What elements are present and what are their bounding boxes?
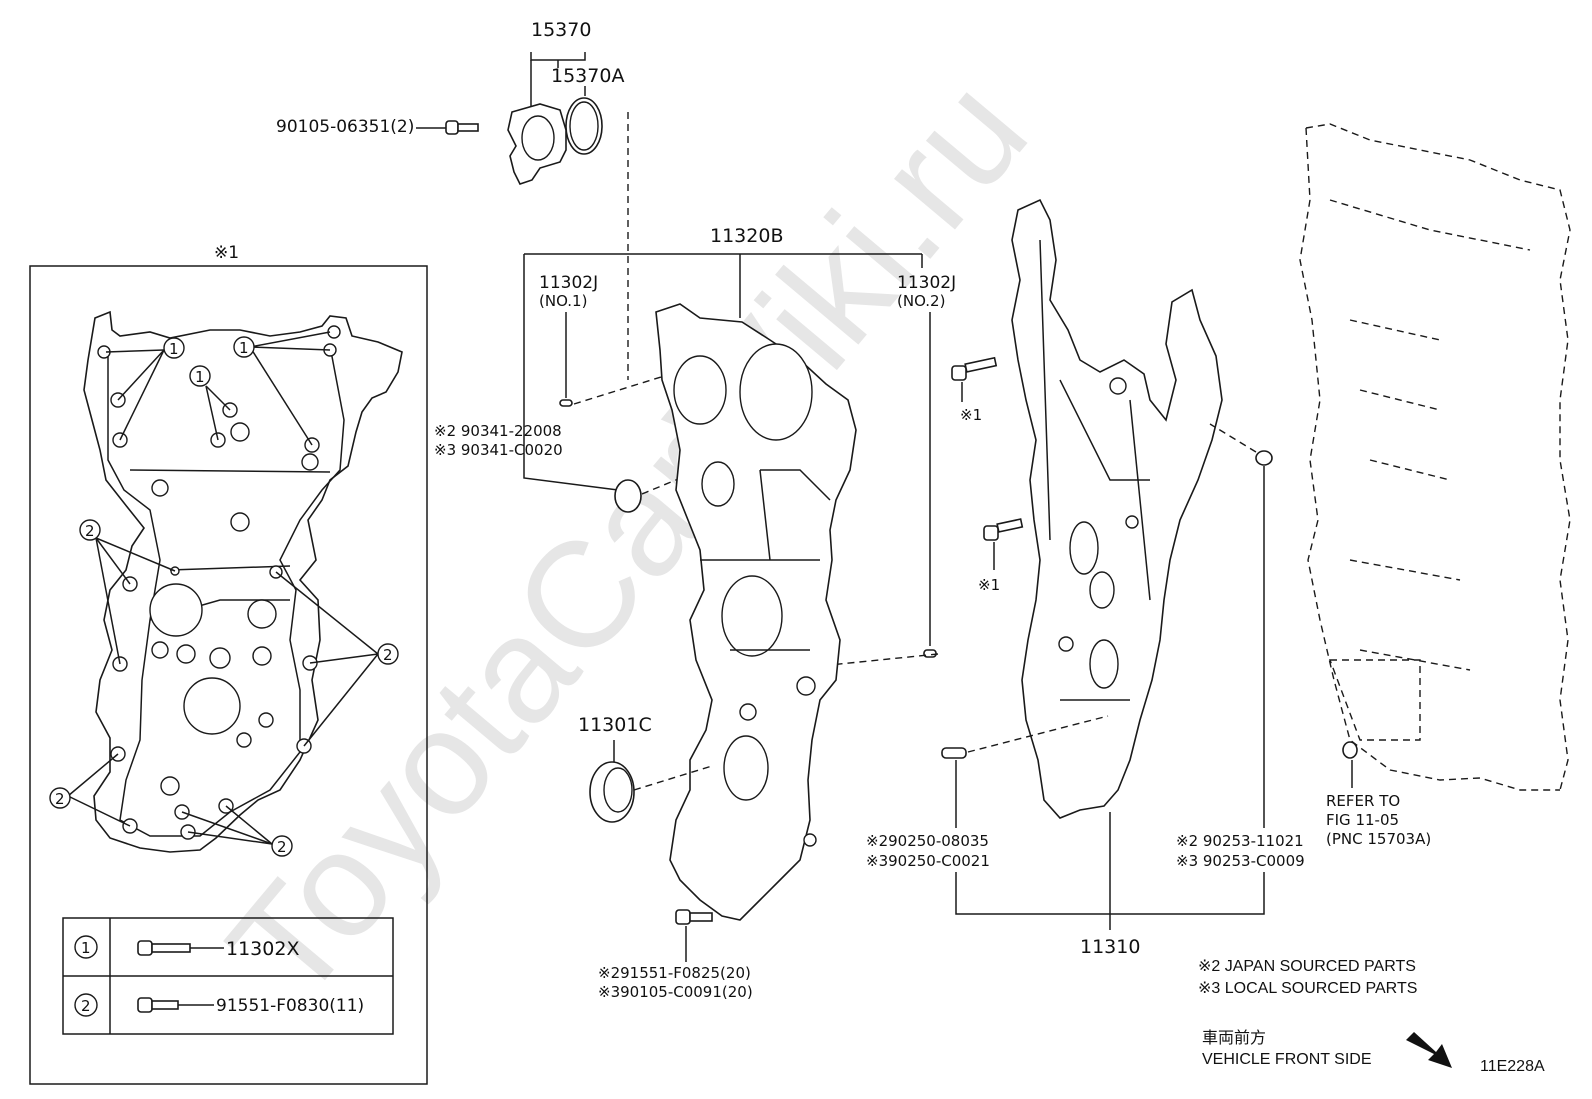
callout-2a: 2: [85, 522, 95, 540]
direction-en-label: VEHICLE FRONT SIDE: [1202, 1051, 1372, 1068]
group-11301C: 11301C: [578, 714, 713, 823]
label-plug-line1: ※2 90341-22008: [434, 422, 562, 440]
front-arrow-icon: [1406, 1032, 1452, 1068]
label-pin-right-line1: ※2 90253-11021: [1176, 832, 1304, 850]
label-mark-1b: ※1: [978, 576, 1000, 594]
label-pin-left-line2: ※390250-C0021: [866, 852, 990, 870]
dowel-pin-right: [1255, 450, 1273, 466]
refer-plug-illustration: [1342, 741, 1358, 759]
group-bottom-bolt: ※291551-F0825(20) ※390105-C0091(20): [598, 909, 753, 1001]
group-11320B: 11320B 11302J (NO.1) 11302J (NO.2) ※2 90…: [434, 225, 956, 921]
vehicle-direction: 車両前方 VEHICLE FRONT SIDE 11E228A: [1202, 1029, 1545, 1075]
label-pin-right-line2: ※3 90253-C0009: [1176, 852, 1305, 870]
label-11302J-no1-sub: (NO.1): [539, 292, 587, 310]
table-row2-part: 91551-F0830(11): [216, 996, 364, 1016]
pin-no1: [559, 399, 573, 407]
label-15370A: 15370A: [551, 65, 624, 87]
inset-callouts: 1 1 1 2 2 2: [49, 331, 399, 857]
callout-2c: 2: [55, 790, 65, 808]
plug-illustration: [614, 479, 642, 513]
bolt-icon: [137, 997, 179, 1013]
label-bolt-90105: 90105-06351(2): [276, 117, 414, 137]
table-row1-mark: 1: [81, 939, 91, 957]
dowel-pin-left: [941, 747, 967, 759]
callout-1c: 1: [195, 368, 205, 386]
label-11302J-no1: 11302J: [539, 273, 598, 293]
callout-2d: 2: [277, 838, 287, 856]
inset-table: 1 11302X 2 91551-F0830(11): [62, 917, 394, 1035]
callout-1b: 1: [239, 339, 249, 357]
watermark-text: ToyotaCarWiki.ru: [196, 48, 1059, 1031]
legend-japan-sourced: ※2 JAPAN SOURCED PARTS: [1198, 958, 1416, 975]
label-plug-line2: ※3 90341-C0020: [434, 441, 563, 459]
bolt-icon: [445, 120, 479, 135]
callout-1a: 1: [169, 340, 179, 358]
legend-local-sourced: ※3 LOCAL SOURCED PARTS: [1198, 980, 1417, 997]
table-row2-mark: 2: [81, 997, 91, 1015]
table-row1-part: 11302X: [226, 938, 299, 960]
label-mark-1a: ※1: [960, 406, 982, 424]
bolt-icon: [675, 909, 713, 925]
bolt-icon: [983, 518, 1024, 541]
gasket-illustration: [83, 310, 403, 853]
label-15370: 15370: [531, 19, 591, 41]
timing-case-illustration: [1011, 198, 1223, 819]
label-11301C: 11301C: [578, 714, 652, 736]
label-bottom-bolt-line1: ※291551-F0825(20): [598, 964, 751, 982]
inset-frame: [29, 265, 428, 1085]
direction-jp-label: 車両前方: [1202, 1029, 1266, 1047]
bolt-icon: [137, 940, 191, 956]
inset-panel: ※1: [29, 243, 428, 1085]
diagram-code: 11E228A: [1480, 1058, 1545, 1075]
engine-block-outline: REFER TO FIG 11-05 (PNC 15703A): [1299, 123, 1571, 848]
label-11320B: 11320B: [710, 225, 783, 247]
pin-no2: [923, 649, 937, 658]
callout-2b: 2: [383, 646, 393, 664]
label-11310: 11310: [1080, 936, 1140, 958]
label-11302J-no2: 11302J: [897, 273, 956, 293]
group-15370: 15370 15370A 90105-06351(2): [276, 19, 629, 380]
label-refer-line2: FIG 11-05: [1326, 811, 1399, 829]
label-refer-line3: (PNC 15703A): [1326, 830, 1431, 848]
label-pin-left-line1: ※290250-08035: [866, 832, 989, 850]
label-bottom-bolt-line2: ※390105-C0091(20): [598, 983, 753, 1001]
bolt-icon: [951, 356, 998, 381]
inset-title: ※1: [214, 243, 239, 263]
label-11302J-no2-sub: (NO.2): [897, 292, 945, 310]
label-refer-line1: REFER TO: [1326, 792, 1400, 810]
legend: ※2 JAPAN SOURCED PARTS ※3 LOCAL SOURCED …: [1198, 958, 1417, 997]
group-11310: ※1 ※1 ※290250-08035 ※390250-C0021 ※2 902…: [866, 198, 1305, 958]
